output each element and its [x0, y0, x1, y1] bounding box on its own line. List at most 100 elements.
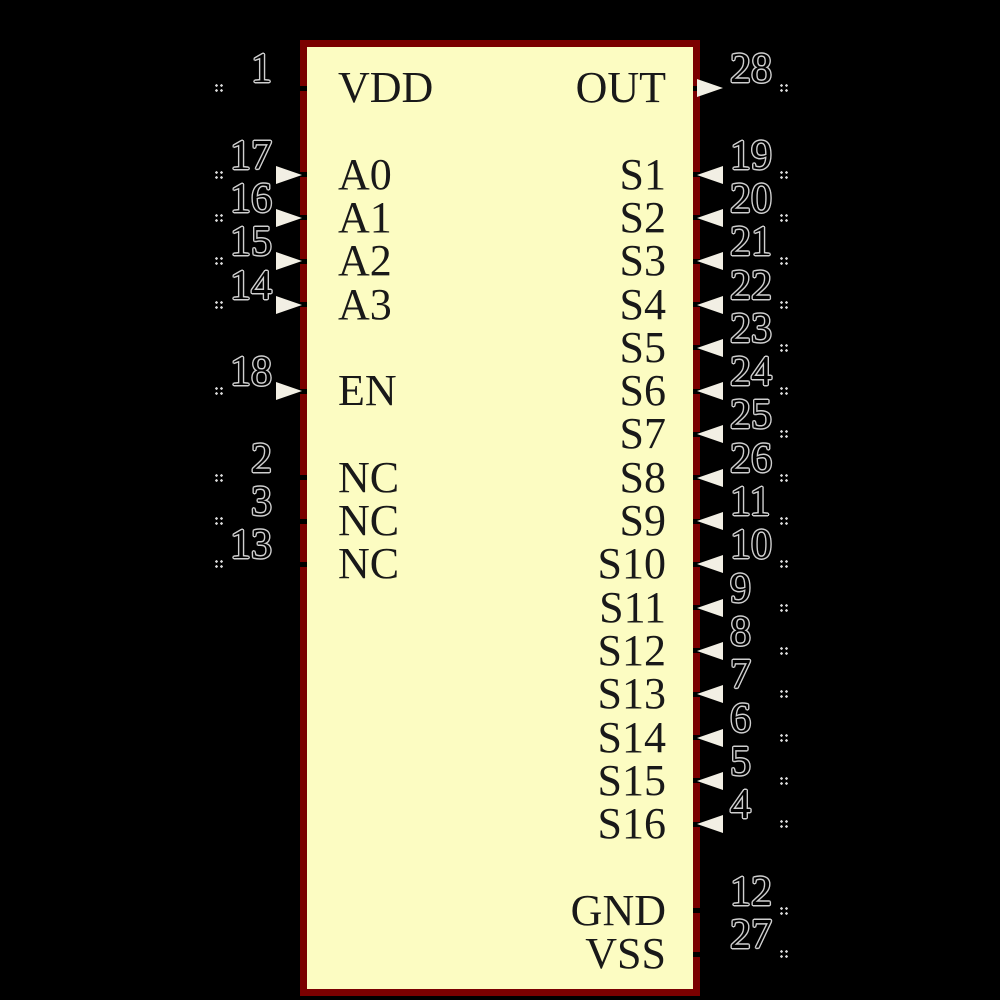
pin-label: A3: [338, 279, 392, 329]
pin-number: 27: [730, 912, 772, 958]
pin-connection-dots: [779, 83, 789, 93]
pin-arrow-icon: [697, 295, 723, 314]
pin-number: 14: [230, 262, 272, 309]
pin-connection-dots: [214, 472, 224, 483]
pin-arrow-icon: [276, 295, 302, 314]
pin-label: S15: [597, 755, 666, 805]
pin-arrow-icon: [697, 468, 723, 487]
pin-number: 3: [251, 479, 272, 525]
pin-notch: [693, 951, 706, 957]
pin-number: 19: [730, 132, 772, 179]
pin-label: GND: [570, 885, 666, 935]
ic-body: [300, 40, 700, 996]
pin-connection-dots: [779, 819, 789, 830]
pin-arrow-icon: [697, 165, 723, 184]
pin-arrow-icon: [276, 382, 302, 401]
pin-arrow-icon: [697, 555, 723, 574]
pin-connection-dots: [779, 559, 789, 570]
pin-label: S6: [619, 366, 666, 416]
pin-connection-dots: [214, 559, 224, 570]
pin-label: S8: [619, 452, 666, 502]
pin-number: 8: [730, 608, 751, 655]
pin-label: S1: [619, 149, 666, 199]
pin-connection-dots: [779, 299, 789, 310]
pin-arrow-icon: [697, 252, 723, 271]
pin-number: 22: [730, 262, 772, 309]
pin-number: 15: [230, 219, 272, 266]
pin-label: S12: [597, 625, 666, 675]
pin-number: 10: [730, 522, 772, 569]
pin-arrow-icon: [697, 79, 723, 97]
pin-label: S16: [597, 799, 666, 849]
pin-notch: [294, 561, 307, 567]
pin-label: A1: [338, 192, 392, 242]
pin-connection-dots: [779, 905, 789, 916]
pin-connection-dots: [779, 775, 789, 786]
pin-number: 7: [730, 652, 751, 699]
pin-label: OUT: [575, 63, 666, 112]
pin-label: S2: [619, 192, 666, 242]
pin-number: 6: [730, 695, 751, 742]
pin-arrow-icon: [697, 382, 723, 401]
pin-notch: [693, 908, 706, 914]
pin-arrow-icon: [697, 512, 723, 530]
pin-number: 20: [730, 175, 772, 222]
pin-number: 28: [730, 46, 772, 92]
pin-connection-dots: [214, 169, 224, 180]
pin-label: A2: [338, 236, 392, 286]
pin-arrow-icon: [697, 208, 723, 227]
pin-arrow-icon: [697, 641, 723, 660]
pin-number: 18: [230, 349, 272, 396]
pin-arrow-icon: [697, 771, 723, 790]
pin-arrow-icon: [276, 252, 302, 271]
pin-number: 11: [730, 479, 771, 525]
pin-connection-dots: [779, 602, 789, 613]
pin-connection-dots: [779, 689, 789, 700]
pin-label: S10: [597, 539, 666, 589]
pin-label: S7: [619, 409, 666, 459]
pin-connection-dots: [779, 342, 789, 353]
pin-connection-dots: [214, 386, 224, 397]
pin-label: VDD: [338, 63, 434, 112]
pin-connection-dots: [214, 299, 224, 310]
pin-connection-dots: [779, 386, 789, 397]
pin-connection-dots: [779, 472, 789, 483]
pin-connection-dots: [779, 645, 789, 656]
pin-number: 4: [730, 782, 751, 829]
pin-arrow-icon: [697, 598, 723, 617]
pin-arrow-icon: [276, 208, 302, 227]
pin-number: 24: [730, 349, 772, 396]
pin-connection-dots: [779, 256, 789, 267]
pin-number: 13: [230, 522, 272, 569]
pin-number: 2: [251, 435, 272, 482]
pin-number: 26: [730, 435, 772, 482]
pin-label: S5: [619, 322, 666, 372]
pin-label: S3: [619, 236, 666, 286]
pin-connection-dots: [779, 949, 789, 959]
pin-label: A0: [338, 149, 392, 199]
pin-notch: [294, 518, 307, 524]
pin-number: 23: [730, 305, 772, 352]
pin-number: 1: [251, 46, 272, 92]
pin-number: 12: [730, 868, 772, 915]
pin-label: S9: [619, 496, 666, 545]
pin-notch: [294, 475, 307, 481]
pin-arrow-icon: [697, 338, 723, 357]
pin-connection-dots: [214, 83, 224, 93]
pin-arrow-icon: [276, 165, 302, 184]
pin-number: 25: [730, 392, 772, 439]
pin-label: NC: [338, 452, 400, 502]
pin-number: 21: [730, 219, 772, 266]
pin-connection-dots: [779, 169, 789, 180]
pin-label: S14: [597, 712, 666, 762]
pin-number: 9: [730, 565, 751, 612]
pin-connection-dots: [779, 732, 789, 743]
pin-connection-dots: [214, 256, 224, 267]
pin-label: VSS: [585, 929, 666, 978]
pin-arrow-icon: [697, 728, 723, 747]
pin-number: 16: [230, 175, 272, 222]
pin-label: S13: [597, 669, 666, 719]
pin-label: S11: [599, 582, 666, 632]
pin-number: 5: [730, 738, 751, 785]
